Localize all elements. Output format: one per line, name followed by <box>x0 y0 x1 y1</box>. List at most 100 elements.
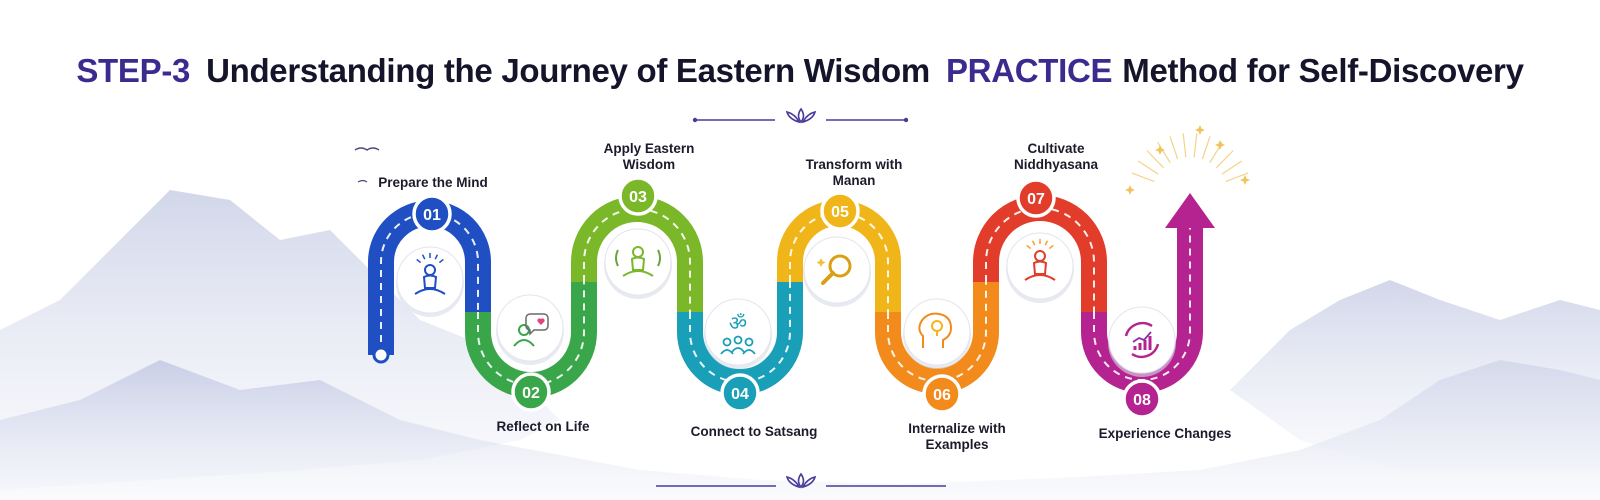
sparkle-star <box>1195 125 1205 135</box>
badge-circle <box>1016 178 1056 218</box>
step-label-08: Experience Changes <box>1098 426 1232 441</box>
badge-circle <box>922 374 962 414</box>
badge-circle <box>412 194 452 234</box>
sparkle-ray <box>1193 133 1198 158</box>
badge-circle <box>511 372 551 412</box>
glyph-person-body <box>742 349 756 355</box>
step-badge-02: 02 <box>511 372 551 412</box>
glyph-spark <box>816 258 826 267</box>
step-badge-03: 03 <box>618 176 658 216</box>
glyph-bar <box>1148 336 1152 350</box>
badge-number: 07 <box>1027 191 1045 208</box>
divider-dot <box>903 117 909 123</box>
sparkle-ray <box>1201 136 1211 160</box>
sparkle-ray <box>1221 160 1243 175</box>
glyph-lens <box>828 254 852 278</box>
sparkle-ray <box>1182 133 1187 158</box>
badge-number: 06 <box>933 387 951 404</box>
lotus-petal <box>785 475 801 489</box>
glyph-leaf <box>657 249 661 267</box>
icon-circle <box>396 246 464 314</box>
step-badge-01: 01 <box>412 194 452 234</box>
sparkle-ray <box>1146 150 1164 169</box>
sparkle-star <box>1215 140 1225 150</box>
glyph-person <box>733 335 743 345</box>
badge-number: 04 <box>731 386 749 403</box>
sparkle-ray <box>1225 172 1249 183</box>
glyph-cycle <box>1124 321 1153 337</box>
glyph-person <box>722 337 732 347</box>
title-practice: PRACTICE <box>945 52 1113 89</box>
glyph-body <box>513 339 535 347</box>
step-badge-04: 04 <box>720 373 760 413</box>
lotus-petal <box>801 110 817 124</box>
sparkle-ray <box>1137 160 1159 175</box>
glyph-cycle <box>1131 343 1160 359</box>
step-badge-05: 05 <box>820 191 860 231</box>
step-badge-06: 06 <box>922 374 962 414</box>
badge-number: 05 <box>831 204 849 221</box>
icon-circle <box>803 236 871 304</box>
sparkle-ray <box>1216 150 1234 169</box>
lotus-petal <box>785 110 801 124</box>
icon-circle <box>496 294 564 362</box>
sparkle-ray <box>1169 136 1179 160</box>
step-label-07: Cultivate Niddhyasana <box>1013 141 1099 172</box>
top-lotus-icon <box>785 107 817 124</box>
badge-circle <box>618 176 658 216</box>
glyph-person <box>744 337 754 347</box>
reflection-thought-icon <box>496 294 564 365</box>
arrow-head-icon <box>1165 193 1215 228</box>
glyph-body <box>630 256 646 271</box>
glyph-body <box>1032 260 1048 275</box>
badge-number: 01 <box>423 207 441 224</box>
step-label-04: Connect to Satsang <box>690 424 818 439</box>
glyph-leaf <box>615 249 619 267</box>
radiant-meditation-icon <box>1006 232 1074 303</box>
growth-cycle-icon <box>1108 306 1176 377</box>
sparkle-ray <box>1157 141 1171 163</box>
glyph-head <box>918 312 953 348</box>
glyph-ray <box>1044 240 1049 246</box>
magnifier-icon <box>803 236 871 307</box>
lotus-petal <box>801 475 817 489</box>
path-dash-03 <box>583 208 691 312</box>
step-badge-07: 07 <box>1016 178 1056 218</box>
icon-circle <box>604 228 672 296</box>
glyph-ray <box>421 254 426 260</box>
sparkle-star <box>1240 175 1250 185</box>
sparkle-star <box>1155 145 1165 155</box>
lotus-meditation-icon <box>604 228 672 299</box>
glyph-ray <box>438 258 444 264</box>
icon-circle <box>704 298 772 366</box>
glyph-body <box>422 274 438 289</box>
glyph-person-body <box>731 347 745 353</box>
glyph-legs <box>622 270 654 277</box>
title-method: Method for Self-Discovery <box>1122 52 1524 89</box>
step-badge-08: 08 <box>1122 379 1162 419</box>
glyph-legs <box>414 288 446 295</box>
lotus-petal <box>797 107 805 124</box>
start-dot <box>372 346 390 364</box>
sparkle-star <box>1125 185 1135 195</box>
lotus-petal <box>797 472 805 489</box>
badge-circle <box>720 373 760 413</box>
meditation-icon <box>396 246 464 317</box>
sparkle-icon <box>1125 125 1250 195</box>
glyph-heart <box>537 318 545 325</box>
step-label-03: Apply Eastern Wisdom <box>603 141 695 172</box>
glyph-om: ॐ <box>729 311 747 335</box>
icon-circle <box>1006 232 1074 300</box>
glyph-ray <box>1031 240 1036 246</box>
title-journey: Understanding the Journey of Eastern Wis… <box>206 52 930 89</box>
glyph-handle <box>821 271 835 285</box>
badge-circle <box>1122 379 1162 419</box>
glyph-bar <box>1138 343 1142 350</box>
glyph-legs <box>1024 274 1056 281</box>
badge-number: 03 <box>629 189 647 206</box>
glyph-person-body <box>720 349 734 355</box>
glyph-bubble <box>525 313 549 336</box>
